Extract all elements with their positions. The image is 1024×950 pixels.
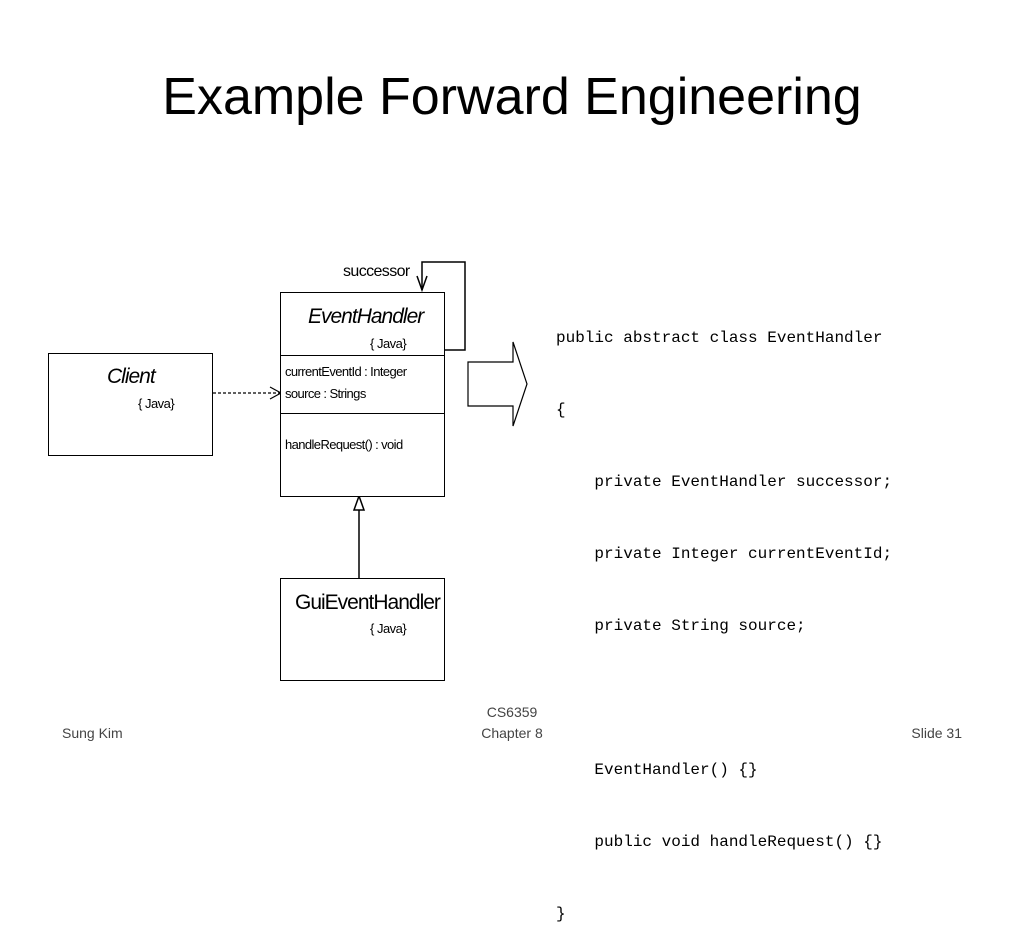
forward-arrow-icon bbox=[467, 341, 528, 427]
code-line: public abstract class EventHandler bbox=[556, 329, 883, 347]
attributes-divider bbox=[281, 355, 444, 356]
code-line: private String source; bbox=[556, 617, 806, 635]
code-line: private EventHandler successor; bbox=[556, 473, 893, 491]
code-line: { bbox=[556, 401, 566, 419]
self-association-arrowhead bbox=[416, 275, 428, 293]
footer-chapter: Chapter 8 bbox=[481, 725, 543, 741]
event-handler-tag: { Java} bbox=[370, 336, 407, 351]
diagram-connectors bbox=[213, 261, 528, 578]
client-class: Client { Java} bbox=[48, 353, 213, 456]
operation-handle-request: handleRequest() : void bbox=[285, 437, 403, 452]
code-line: private Integer currentEventId; bbox=[556, 545, 893, 563]
code-listing: public abstract class EventHandler { pri… bbox=[556, 278, 892, 950]
footer-author: Sung Kim bbox=[62, 725, 123, 741]
footer-course: CS6359 bbox=[486, 704, 538, 720]
code-line: public void handleRequest() {} bbox=[556, 833, 883, 851]
attribute-source: source : Strings bbox=[285, 386, 366, 401]
event-handler-class: EventHandler { Java} currentEventId : In… bbox=[280, 292, 445, 497]
attribute-current-event-id: currentEventId : Integer bbox=[285, 364, 407, 379]
operations-divider bbox=[281, 413, 444, 414]
client-name: Client bbox=[107, 365, 156, 388]
self-association-line bbox=[421, 261, 466, 351]
event-handler-name: EventHandler bbox=[308, 305, 424, 328]
slide-title: Example Forward Engineering bbox=[162, 68, 862, 126]
successor-role-label: successor bbox=[343, 263, 410, 280]
footer-slide-number: Slide 31 bbox=[911, 725, 962, 741]
gui-event-handler-class: GuiEventHandler { Java} bbox=[280, 578, 445, 681]
code-line: EventHandler() {} bbox=[556, 761, 758, 779]
gui-event-handler-name: GuiEventHandler bbox=[295, 591, 441, 614]
code-line: } bbox=[556, 905, 566, 923]
client-tag: { Java} bbox=[138, 396, 175, 411]
generalization-triangle bbox=[352, 493, 366, 511]
gui-event-handler-tag: { Java} bbox=[370, 621, 407, 636]
